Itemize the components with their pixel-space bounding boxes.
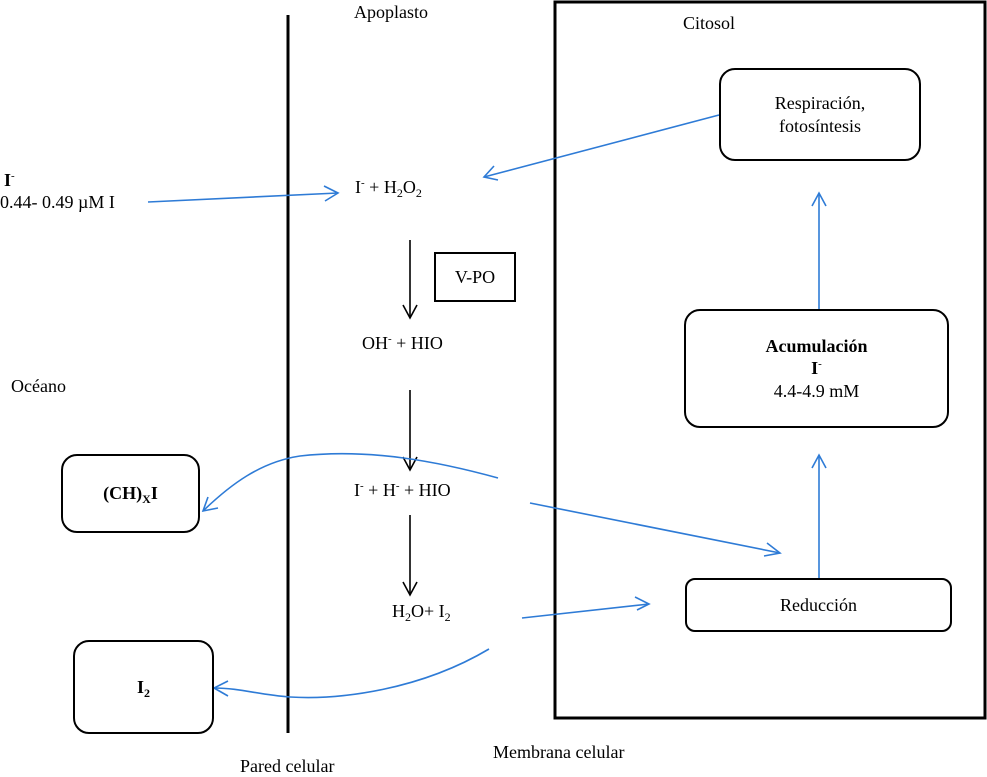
accumulation-iodide: I	[811, 358, 819, 379]
respiration-label: Respiración,	[774, 93, 866, 113]
enzyme-vpo-box: V-PO	[434, 252, 516, 302]
iodine-symbol: I	[136, 676, 144, 697]
arrow-iodide-to-reduction	[529, 502, 782, 557]
molecular-iodine-box: I2	[73, 640, 214, 734]
iodide-accumulation-box: Acumulación I- 4.4-4.9 mM	[684, 309, 949, 428]
reaction-arrow-2	[402, 390, 418, 472]
accumulation-charge: -	[818, 358, 822, 371]
reaction-arrow-1	[402, 240, 418, 320]
ocean-iodide-concentration: 0.44- 0.49 µM I	[0, 192, 115, 212]
r1-charge: -	[361, 177, 365, 189]
reaction-water-iodine: H2O+ I2	[392, 601, 451, 624]
r4-rest: O+ I	[411, 601, 445, 621]
respiration-photosynthesis-box: Respiración, fotosíntesis	[719, 68, 921, 161]
r3-rest: + HIO	[399, 480, 451, 500]
r1-sub2: 2	[415, 186, 422, 200]
reaction-hydroxide-hio: OH- + HIO	[362, 333, 443, 354]
reduction-label: Reducción	[780, 594, 857, 615]
r4-sub2: 2	[444, 610, 451, 624]
r3-charge1: -	[360, 480, 364, 492]
cytosol-membrane-box	[553, 0, 987, 720]
arrow-iodine-to-reduction	[521, 596, 651, 619]
r3-charge2: -	[395, 480, 400, 492]
accumulation-title: Acumulación	[765, 335, 868, 356]
apoplast-label: Apoplasto	[354, 2, 428, 22]
iodine-subscript: 2	[144, 685, 150, 700]
organoiodine-i: I	[150, 483, 158, 504]
arrow-reduction-to-accumulation	[811, 453, 827, 578]
cell-membrane-label: Membrana celular	[493, 742, 625, 762]
iodide-symbol: I	[4, 170, 12, 190]
ocean-label: Océano	[11, 376, 66, 396]
cell-wall-label: Pared celular	[240, 756, 335, 776]
accumulation-concentration: 4.4-4.9 mM	[773, 380, 860, 401]
r2-oh: OH	[362, 333, 388, 353]
reaction-iodide-peroxide: I- + H2O2	[355, 177, 422, 200]
arrow-respiration-to-h2o2	[482, 114, 720, 181]
cytosol-label: Citosol	[683, 13, 736, 33]
enzyme-label: V-PO	[454, 266, 496, 287]
arrow-accumulation-to-respiration	[811, 191, 827, 310]
photosynthesis-label: fotosíntesis	[778, 115, 861, 136]
r4-h: H	[392, 601, 405, 621]
r2-rest: + HIO	[391, 333, 443, 353]
iodide-charge: -	[11, 170, 15, 182]
r1-sub1: 2	[396, 186, 403, 200]
ocean-iodide-species: I-	[4, 170, 15, 191]
reduction-box: Reducción	[685, 578, 952, 632]
r3-hydride: + H	[363, 480, 396, 500]
r1-iodide: I	[355, 177, 361, 197]
organoiodine-x: X	[142, 492, 151, 507]
r3-iodide: I	[354, 480, 360, 500]
r4-sub1: 2	[405, 610, 411, 624]
organoiodine-ch: (CH)	[103, 483, 143, 504]
r1-o: O	[402, 177, 416, 197]
arrow-to-organoiodine	[201, 452, 499, 513]
organoiodine-box: (CH)XI	[61, 454, 200, 533]
r2-charge: -	[388, 333, 392, 345]
arrow-to-iodine	[212, 648, 490, 699]
arrow-ocean-to-apoplast	[147, 185, 340, 203]
r1-plus-h: + H	[364, 177, 397, 197]
reaction-arrow-3	[402, 515, 418, 597]
reaction-iodide-hydride-hio: I- + H- + HIO	[354, 480, 451, 501]
